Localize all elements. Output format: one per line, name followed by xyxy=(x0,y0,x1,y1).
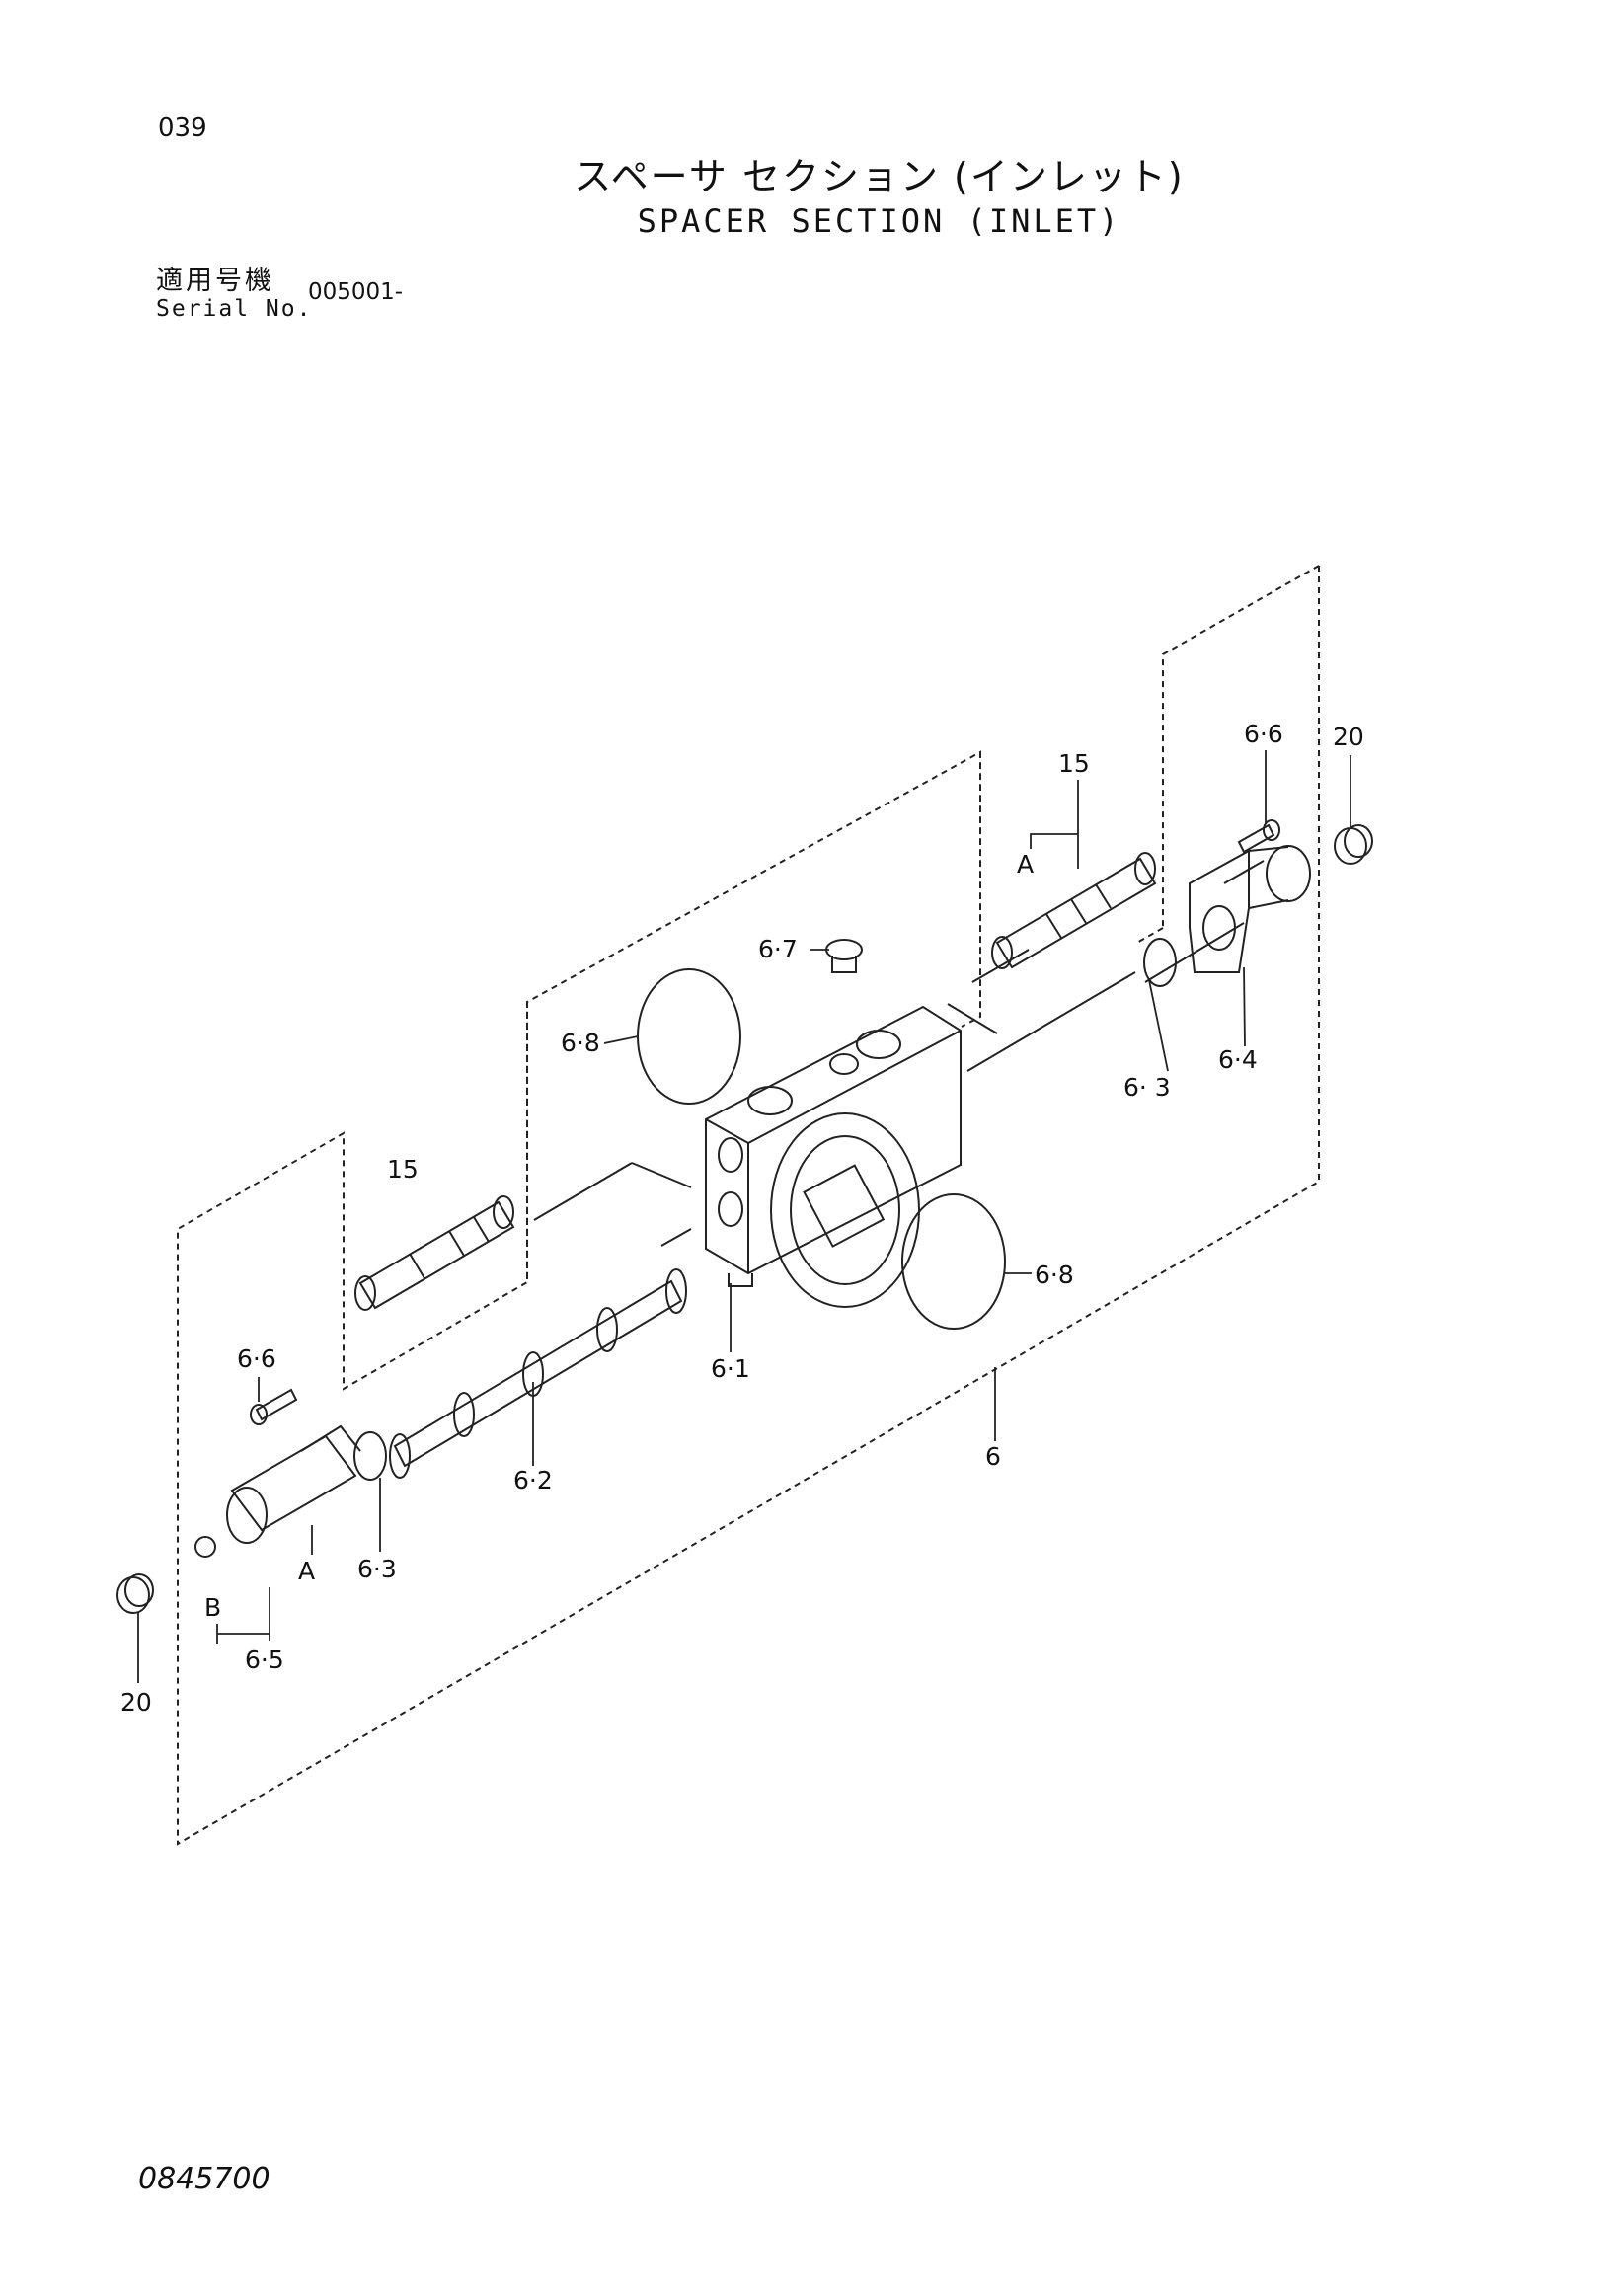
callout-b-left: B xyxy=(204,1593,221,1622)
serial-number-value: 005001- xyxy=(308,279,404,305)
relief-valve-top xyxy=(991,852,1157,969)
serial-label-english: Serial No. xyxy=(156,296,313,322)
callout-20-left: 20 xyxy=(120,1688,152,1717)
o-ring-6-3-right xyxy=(1143,938,1177,987)
callout-6-3-right: 6· 3 xyxy=(1123,1073,1171,1102)
callout-6-2: 6·2 xyxy=(513,1466,553,1494)
plug-20-top xyxy=(1334,824,1373,865)
callout-15-left: 15 xyxy=(387,1155,419,1184)
title-japanese: スペーサ セクション (インレット) xyxy=(574,155,1185,198)
callout-6-4: 6·4 xyxy=(1218,1045,1258,1074)
callout-6-5: 6·5 xyxy=(245,1645,284,1674)
relief-valve-left xyxy=(354,1195,515,1311)
callout-20-top: 20 xyxy=(1333,723,1364,751)
assembly-boundary-dashed xyxy=(177,565,1320,1846)
callout-6-8-upper: 6·8 xyxy=(561,1029,600,1057)
callout-6: 6 xyxy=(985,1442,1001,1471)
o-ring-6-3-left xyxy=(353,1431,387,1481)
page-number: 039 xyxy=(158,114,207,143)
callout-15-top: 15 xyxy=(1058,749,1090,778)
title-english: SPACER SECTION (INLET) xyxy=(637,202,1121,240)
callout-a-left: A xyxy=(298,1557,315,1585)
callout-leaders xyxy=(137,750,1351,1683)
spool xyxy=(389,1268,687,1479)
plug-20-left xyxy=(116,1573,154,1614)
plug-6-7 xyxy=(825,939,863,973)
callout-6-1: 6·1 xyxy=(711,1354,750,1383)
callout-6-6-left: 6·6 xyxy=(237,1344,276,1373)
callout-6-3-left: 6·3 xyxy=(357,1555,397,1583)
cover-left xyxy=(194,1424,361,1558)
bolt-6-6-left xyxy=(250,1388,298,1425)
callout-6-7: 6·7 xyxy=(758,935,798,963)
drawing-number: 0845700 xyxy=(138,2162,270,2196)
callout-6-6-top: 6·6 xyxy=(1244,720,1283,748)
valve-body xyxy=(705,1005,962,1308)
bolt-6-6-top xyxy=(1237,819,1280,854)
cover-right xyxy=(1189,845,1311,973)
callout-6-8-lower: 6·8 xyxy=(1035,1261,1074,1289)
callout-a-top: A xyxy=(1017,850,1034,879)
o-ring-6-8-upper xyxy=(637,968,741,1105)
serial-label-japanese: 適用号機 xyxy=(156,266,274,296)
o-ring-6-8-lower xyxy=(901,1193,1006,1330)
